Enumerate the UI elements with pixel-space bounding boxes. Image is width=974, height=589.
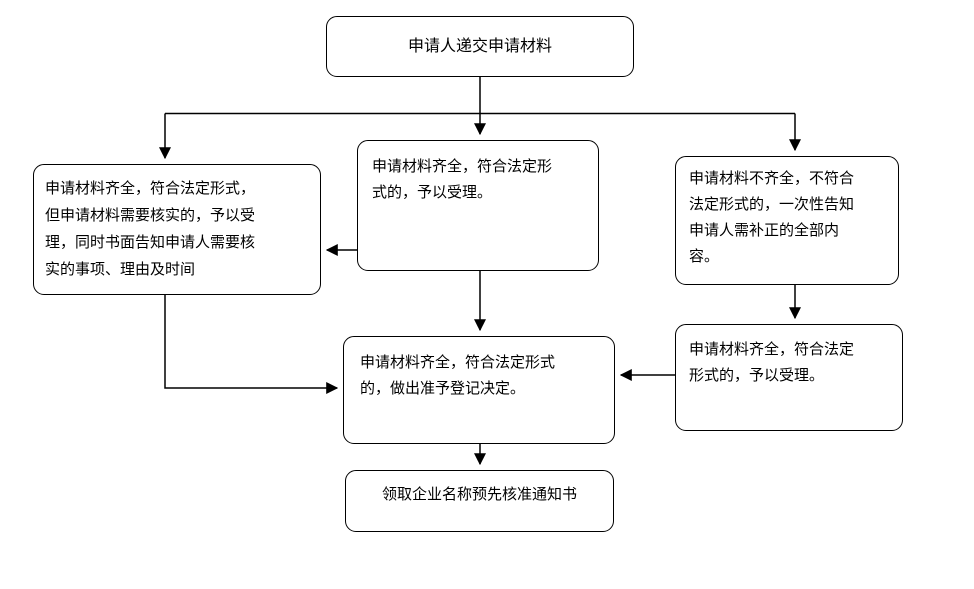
flow-node-submit-label: 申请人递交申请材料: [407, 37, 552, 55]
flow-node-supplement-notice: 申请材料不齐全，不符合 法定形式的，一次性告知 申请人需补正的全部内 容。: [675, 156, 899, 285]
flow-node-supplement-notice-label: 申请材料不齐全，不符合 法定形式的，一次性告知 申请人需补正的全部内 容。: [689, 170, 855, 265]
flow-node-verify-accept-label: 申请材料齐全，符合法定形式， 但申请材料需要核实的，予以受 理，同时书面告知申请…: [45, 180, 256, 278]
flow-node-receive-notice: 领取企业名称预先核准通知书: [345, 470, 614, 532]
flow-node-submit: 申请人递交申请材料: [326, 16, 634, 77]
flow-node-verify-accept: 申请材料齐全，符合法定形式， 但申请材料需要核实的，予以受 理，同时书面告知申请…: [33, 164, 321, 295]
flow-node-accept-label: 申请材料齐全，符合法定形 式的，予以受理。: [372, 158, 553, 201]
edge-verify-to-decision: [164, 295, 339, 394]
flow-node-registration-decision: 申请材料齐全，符合法定形式 的，做出准予登记决定。: [343, 336, 615, 444]
flow-node-accept-after-supplement-label: 申请材料齐全，符合法定 形式的，予以受理。: [689, 341, 855, 384]
flow-node-registration-decision-label: 申请材料齐全，符合法定形式 的，做出准予登记决定。: [360, 354, 556, 397]
flow-node-accept-after-supplement: 申请材料齐全，符合法定 形式的，予以受理。: [675, 324, 903, 431]
flow-node-receive-notice-label: 领取企业名称预先核准通知书: [381, 486, 577, 503]
flow-node-accept: 申请材料齐全，符合法定形 式的，予以受理。: [357, 140, 599, 271]
